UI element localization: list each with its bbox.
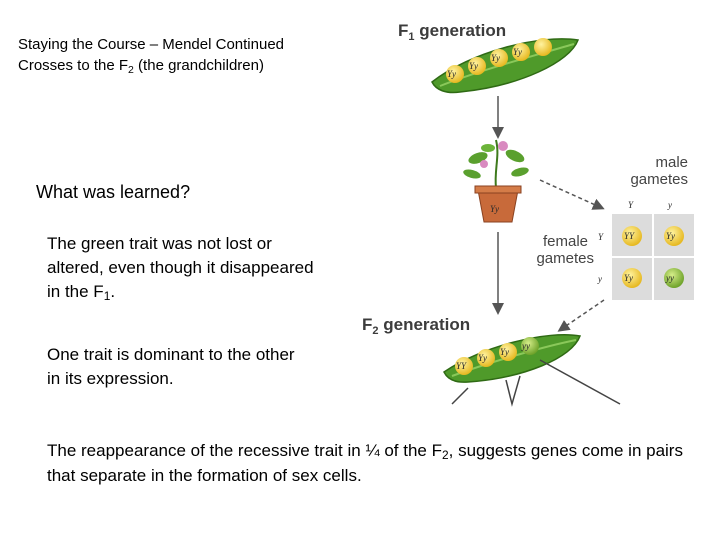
punnett-cell-yy-2: Yy [664,226,684,246]
pea-f2-2: Yy [477,349,495,367]
svg-text:YY: YY [456,361,467,371]
punnett-cell-yy-1: YY [622,226,642,246]
svg-text:Y: Y [628,200,634,210]
point-green-trait: The green trait was not lost or altered,… [47,234,314,303]
svg-text:Y: Y [598,232,604,242]
svg-text:y: y [667,200,672,210]
arrow-from-punnett [557,299,605,332]
pea-yy-1: Yy [446,65,464,83]
svg-text:Yy: Yy [666,231,675,241]
male-gametes-label-1: male [655,154,688,171]
f2-generation-label: F2 generation [362,315,470,337]
pea-yy-5 [534,38,552,56]
f2-pea-pod: YY Yy Yy yy [443,333,582,383]
pea-yy-4: Yy [512,43,530,61]
pea-yy-2: Yy [468,57,486,75]
svg-text:Yy: Yy [500,347,509,357]
slide-title: Staying the Course – Mendel Continued Cr… [18,36,285,76]
punnett-cell-yy-4: yy [664,268,684,288]
male-gametes-label-2: gametes [630,171,688,188]
svg-text:Yy: Yy [447,69,456,79]
pea-f2-1: YY [455,357,473,375]
svg-text:y: y [597,274,602,284]
punnett-square: Y y Y y YY Yy Yy yy [597,200,694,300]
arrow-to-male-gametes [539,179,605,210]
point-segregation: The reappearance of the recessive trait … [47,441,683,485]
f2-pointer-lines [451,359,621,407]
f1-pea-pod: Yy Yy Yy Yy [431,38,580,94]
svg-text:Yy: Yy [513,47,522,57]
svg-text:yy: yy [521,341,530,351]
svg-text:YY: YY [624,231,635,241]
pea-plant-icon: Yy [463,139,529,223]
pea-f2-4: yy [521,337,539,355]
svg-text:Yy: Yy [469,61,478,71]
punnett-cell-yy-3: Yy [622,268,642,288]
svg-text:Yy: Yy [478,353,487,363]
svg-text:yy: yy [665,273,674,283]
female-gametes-label-1: female [543,233,588,250]
question-heading: What was learned? [36,182,191,202]
svg-text:Yy: Yy [491,53,500,63]
pea-f2-3: Yy [499,343,517,361]
f1-generation-label: F1 generation [398,21,506,43]
svg-text:Yy: Yy [624,273,633,283]
pea-yy-3: Yy [490,49,508,67]
female-gametes-label-2: gametes [536,250,594,267]
svg-text:Yy: Yy [490,204,499,214]
point-dominance: One trait is dominant to the other in it… [47,345,295,388]
